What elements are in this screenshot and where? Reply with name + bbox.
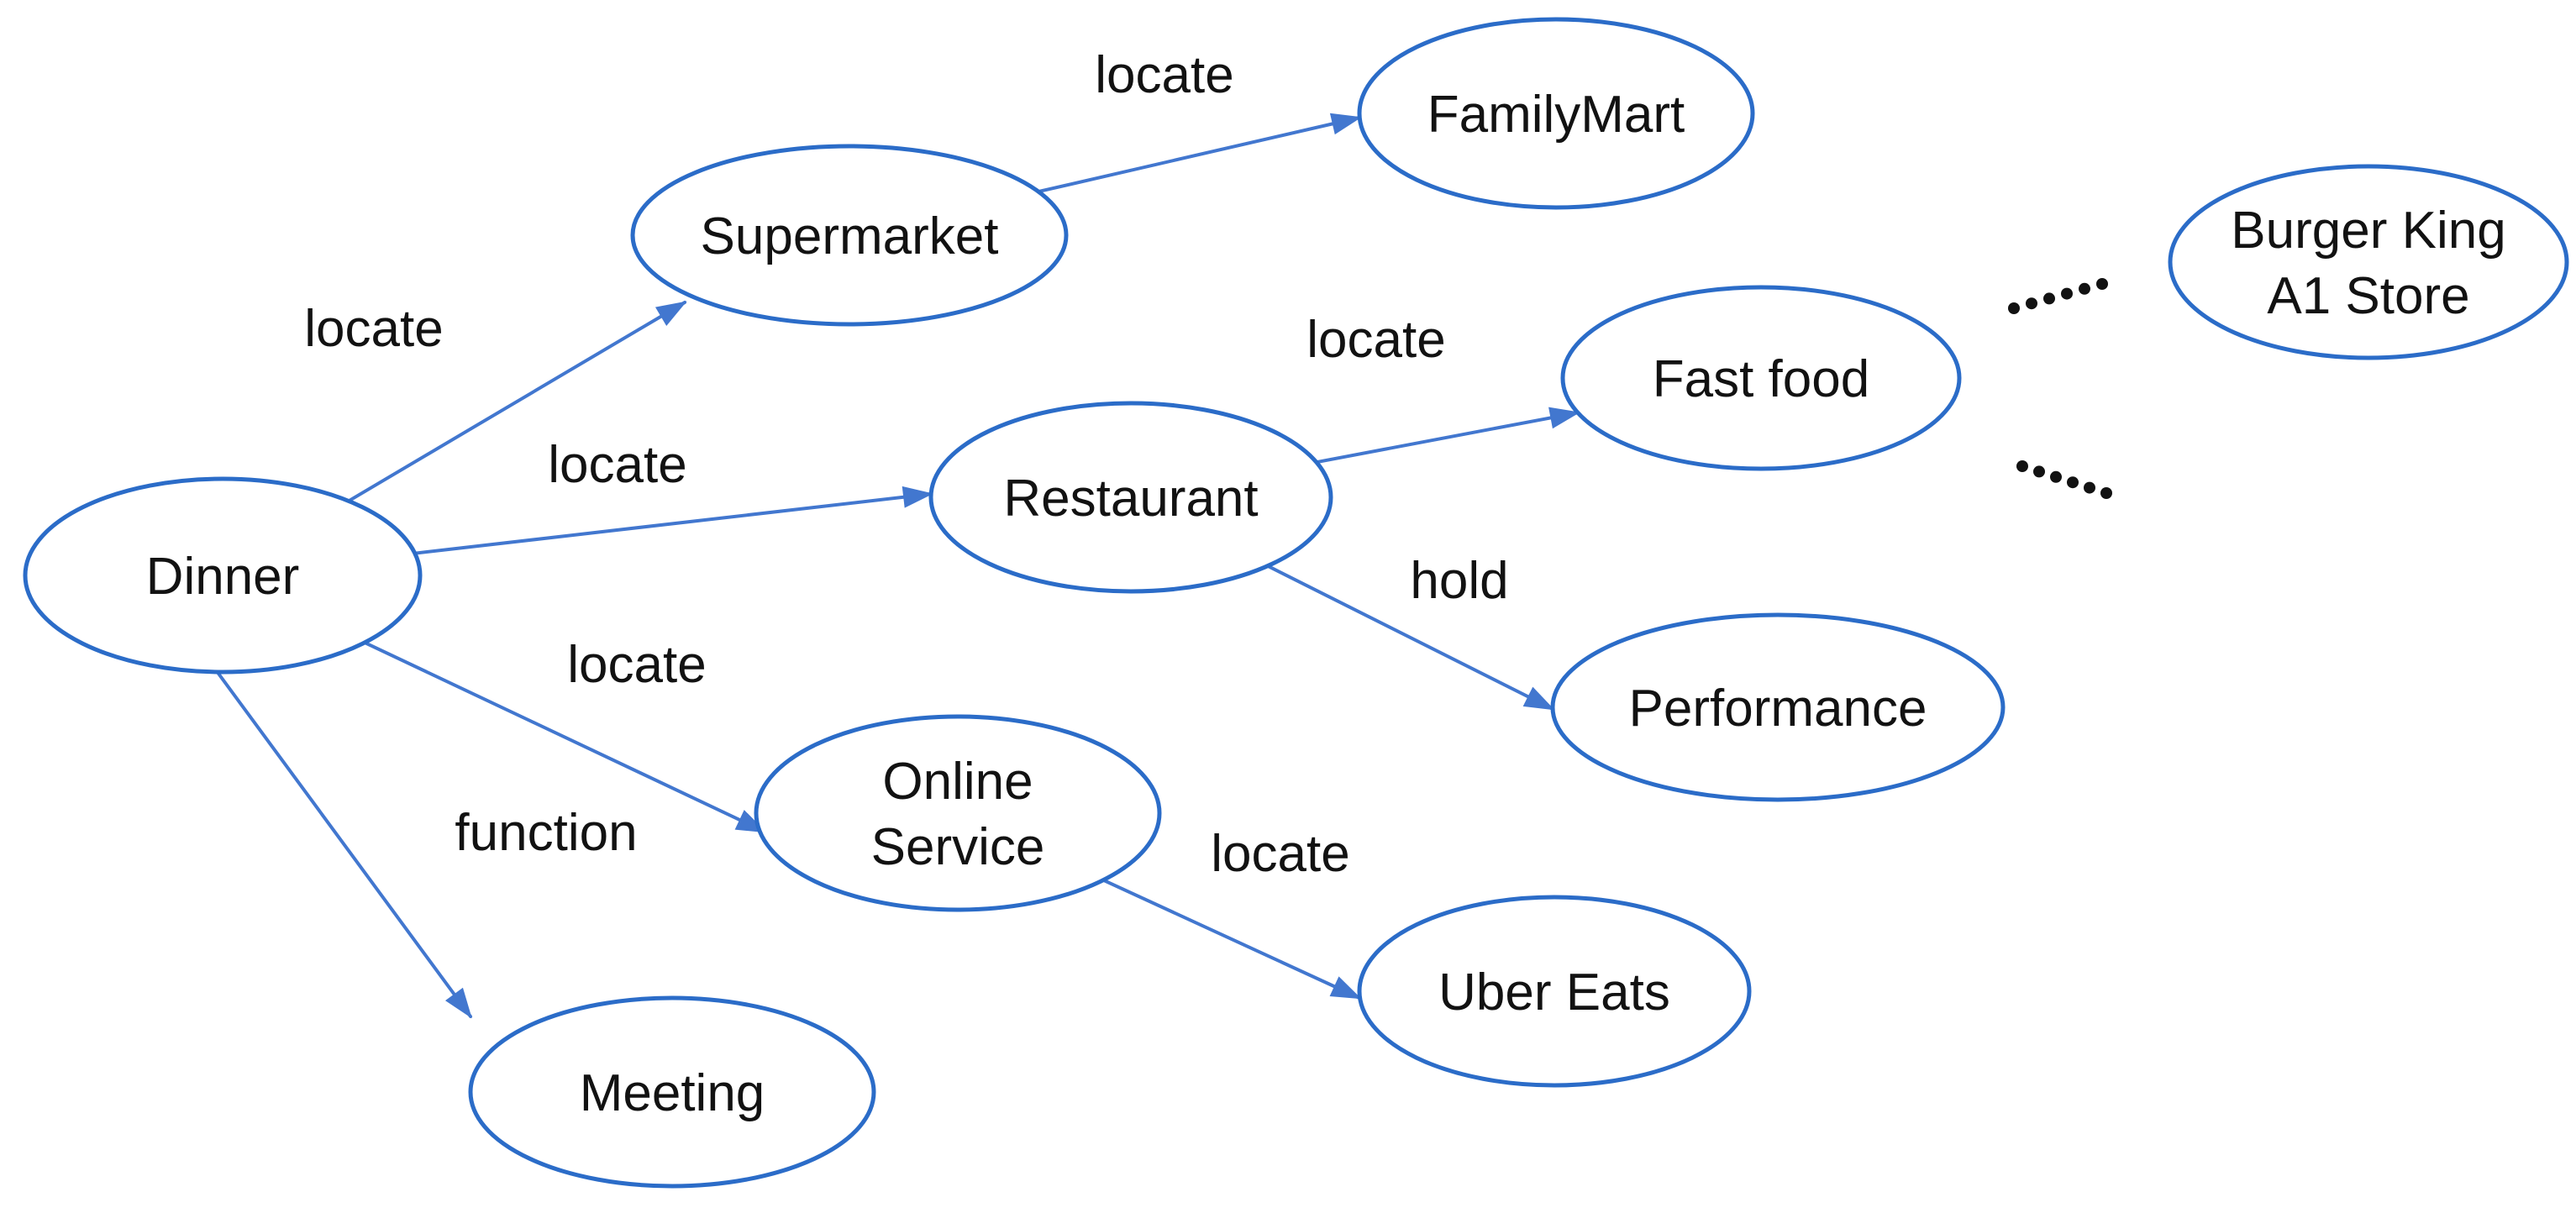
performance-ellipse <box>1550 612 2006 802</box>
edge-dinner-supermarket: locate <box>304 300 687 503</box>
dinner-label: Dinner <box>146 548 300 606</box>
meeting-label: Meeting <box>580 1064 765 1122</box>
familymart-label-line-1: FamilyMart <box>1427 86 1685 144</box>
ellipsis-bottom-dot-3 <box>2050 470 2062 483</box>
burger-king-label: Burger King A1 Store <box>2231 202 2505 325</box>
meeting-ellipse <box>468 995 876 1189</box>
supermarket-ellipse <box>630 144 1069 327</box>
edge-dinner-online-service: locate <box>362 636 767 833</box>
fast-food-label: Fast food <box>1653 350 1869 408</box>
supermarket-label: Supermarket <box>701 207 999 265</box>
burger-king-label-line-2: A1 Store <box>2267 267 2469 325</box>
ellipsis-bottom-dot-4 <box>2067 476 2079 489</box>
burger-king-label-line-1: Burger King <box>2231 202 2505 260</box>
performance-label: Performance <box>1629 680 1927 738</box>
node-familymart: FamilyMart <box>1357 17 1755 210</box>
ellipsis-top-dot-4 <box>2061 287 2073 300</box>
node-performance: Performance <box>1550 612 2006 802</box>
edge-line-restaurant-fast-food <box>1314 407 1580 465</box>
edge-line-online-service-uber-eats <box>1101 878 1362 1000</box>
ellipsis-top-dot-5 <box>2079 282 2090 295</box>
edges-layer: locate locate locate locate hold locate locate… <box>213 46 1580 1019</box>
ellipsis-top-dot-2 <box>2026 297 2037 310</box>
online-service-label-line-1: Online <box>882 753 1033 811</box>
edge-label-supermarket-familymart: locate <box>1095 46 1233 104</box>
dinner-ellipse <box>23 476 423 675</box>
restaurant-label-line-1: Restaurant <box>1003 470 1258 528</box>
edge-label-dinner-supermarket: locate <box>304 300 443 358</box>
performance-label-line-1: Performance <box>1629 680 1927 738</box>
edge-dinner-meeting: function <box>213 666 638 1019</box>
restaurant-ellipse <box>928 401 1333 594</box>
restaurant-label: Restaurant <box>1003 470 1258 528</box>
edge-line-supermarket-familymart <box>1036 113 1362 194</box>
fast-food-ellipse <box>1560 285 1962 471</box>
uber-eats-ellipse <box>1357 895 1752 1088</box>
ellipsis-bottom-dot-1 <box>2016 460 2028 472</box>
supermarket-label-line-1: Supermarket <box>701 207 999 265</box>
edge-line-dinner-restaurant <box>413 486 933 555</box>
edge-label-dinner-restaurant: locate <box>548 436 686 494</box>
meeting-label-line-1: Meeting <box>580 1064 765 1122</box>
node-uber-eats: Uber Eats <box>1357 895 1752 1088</box>
ellipsis-top-dot-6 <box>2096 278 2108 290</box>
edge-supermarket-familymart: locate <box>1036 46 1362 194</box>
edge-restaurant-fast-food: locate <box>1306 311 1580 465</box>
dinner-label-line-1: Dinner <box>146 548 300 606</box>
burger-king-ellipse <box>2168 164 2569 360</box>
edge-restaurant-performance: hold <box>1265 552 1555 711</box>
node-supermarket: Supermarket <box>630 144 1069 327</box>
uber-eats-label-line-1: Uber Eats <box>1438 964 1670 1021</box>
ellipsis-bottom-dot-6 <box>2100 487 2112 499</box>
ellipsis-bottom-dot-5 <box>2084 481 2095 494</box>
ellipsis-top-dot-3 <box>2043 292 2055 305</box>
node-fast-food: Fast food <box>1560 285 1962 471</box>
online-service-ellipse <box>754 714 1162 912</box>
ellipsis-bottom <box>2016 460 2112 499</box>
ellipsis-bottom-dot-2 <box>2033 465 2045 478</box>
ellipsis-top <box>2008 278 2108 314</box>
familymart-label: FamilyMart <box>1427 86 1685 144</box>
edge-line-restaurant-performance <box>1265 564 1555 711</box>
edge-line-dinner-online-service <box>362 640 767 833</box>
online-service-label-line-2: Service <box>871 818 1045 876</box>
edge-line-dinner-supermarket <box>346 301 687 503</box>
edge-label-dinner-online-service: locate <box>567 636 706 694</box>
edge-line-dinner-meeting <box>213 666 472 1019</box>
edge-label-restaurant-performance: hold <box>1410 552 1508 610</box>
edge-label-online-service-uber-eats: locate <box>1211 825 1349 883</box>
node-meeting: Meeting <box>468 995 876 1189</box>
familymart-ellipse <box>1357 17 1755 210</box>
node-restaurant: Restaurant <box>928 401 1333 594</box>
edge-dinner-restaurant: locate <box>413 436 933 555</box>
ellipsis-top-dot-1 <box>2008 302 2020 314</box>
uber-eats-label: Uber Eats <box>1438 964 1670 1021</box>
ellipsis-layer <box>2008 278 2112 499</box>
edge-online-service-uber-eats: locate <box>1101 825 1362 1000</box>
edge-label-restaurant-fast-food: locate <box>1306 311 1445 369</box>
fast-food-label-line-1: Fast food <box>1653 350 1869 408</box>
node-dinner: Dinner <box>23 476 423 675</box>
node-burger-king: Burger King A1 Store <box>2168 164 2569 360</box>
edge-label-dinner-meeting: function <box>455 804 637 862</box>
